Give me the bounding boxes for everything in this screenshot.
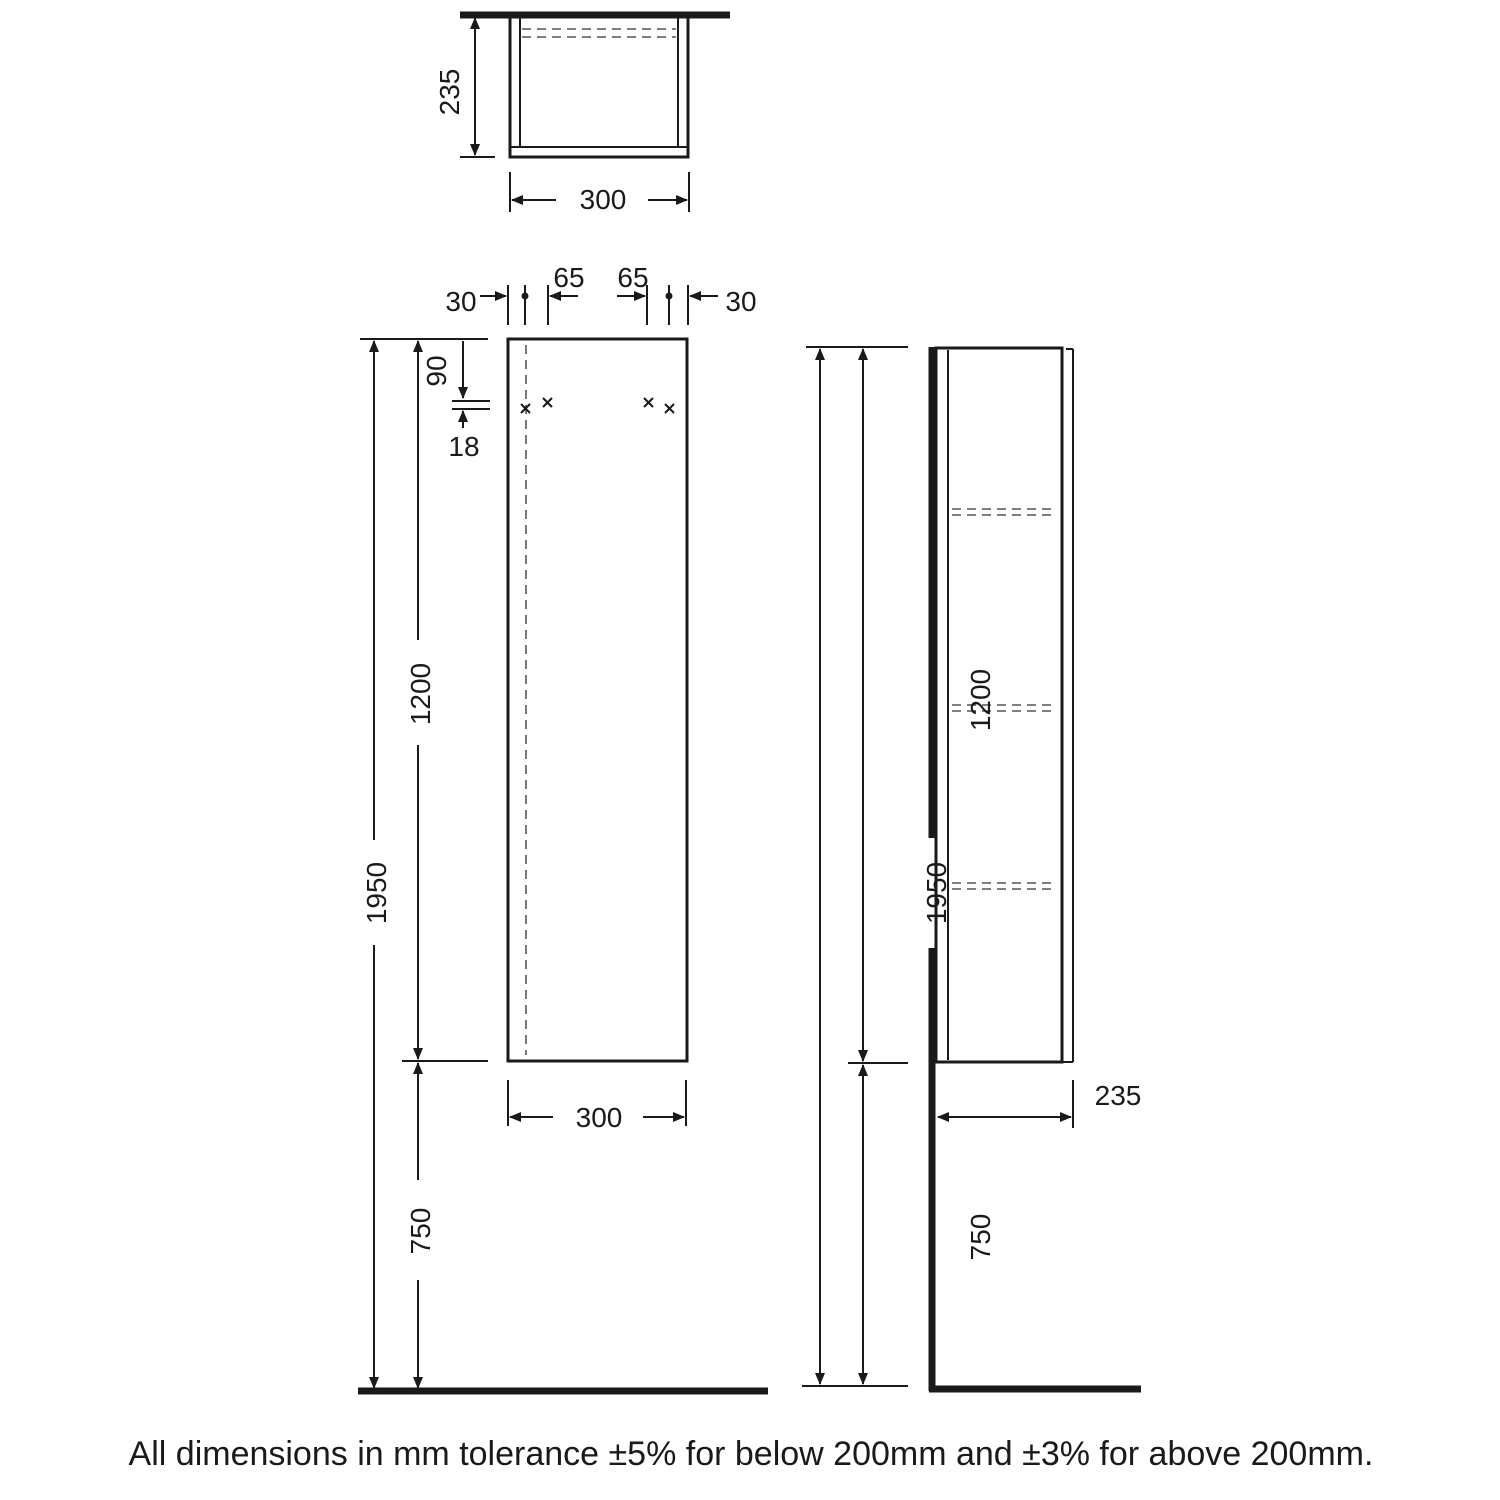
front-view: 30 65 65 30 90 18 1200 750 1950 [358, 262, 768, 1395]
right-margin-label: 30 [725, 286, 756, 317]
side-overall-height-label: 1950 [921, 862, 952, 924]
front-cabinet-height-label: 1200 [405, 663, 436, 725]
side-clearance-label: 750 [965, 1214, 996, 1261]
left-bracket-center-dot [521, 292, 529, 300]
bracket-mark-1 [520, 403, 531, 414]
bracket-mark-4 [664, 403, 675, 414]
side-view: 1200 1950 750 235 [802, 346, 1142, 1393]
left-offset-label: 65 [553, 262, 584, 293]
side-depth-label: 235 [1095, 1080, 1142, 1111]
side-cabinet-height-label: 1200 [965, 669, 996, 731]
top-view-cabinet-outline [508, 15, 690, 159]
bracket-drop-label: 90 [421, 355, 452, 386]
front-overall-height-label: 1950 [361, 862, 392, 924]
top-width-label: 300 [580, 184, 627, 215]
bracket-mark-2 [542, 397, 553, 408]
right-offset-label: 65 [617, 262, 648, 293]
front-width-label: 300 [576, 1102, 623, 1133]
top-depth-label: 235 [434, 69, 465, 116]
bracket-mark-3 [643, 397, 654, 408]
tolerance-note: All dimensions in mm tolerance ±5% for b… [129, 1435, 1374, 1473]
bracket-height-label: 18 [448, 431, 479, 462]
top-view: 235 300 [434, 11, 730, 215]
left-margin-label: 30 [445, 286, 476, 317]
right-bracket-center-dot [665, 292, 673, 300]
front-cabinet-outline [506, 337, 689, 1063]
front-clearance-label: 750 [405, 1208, 436, 1255]
